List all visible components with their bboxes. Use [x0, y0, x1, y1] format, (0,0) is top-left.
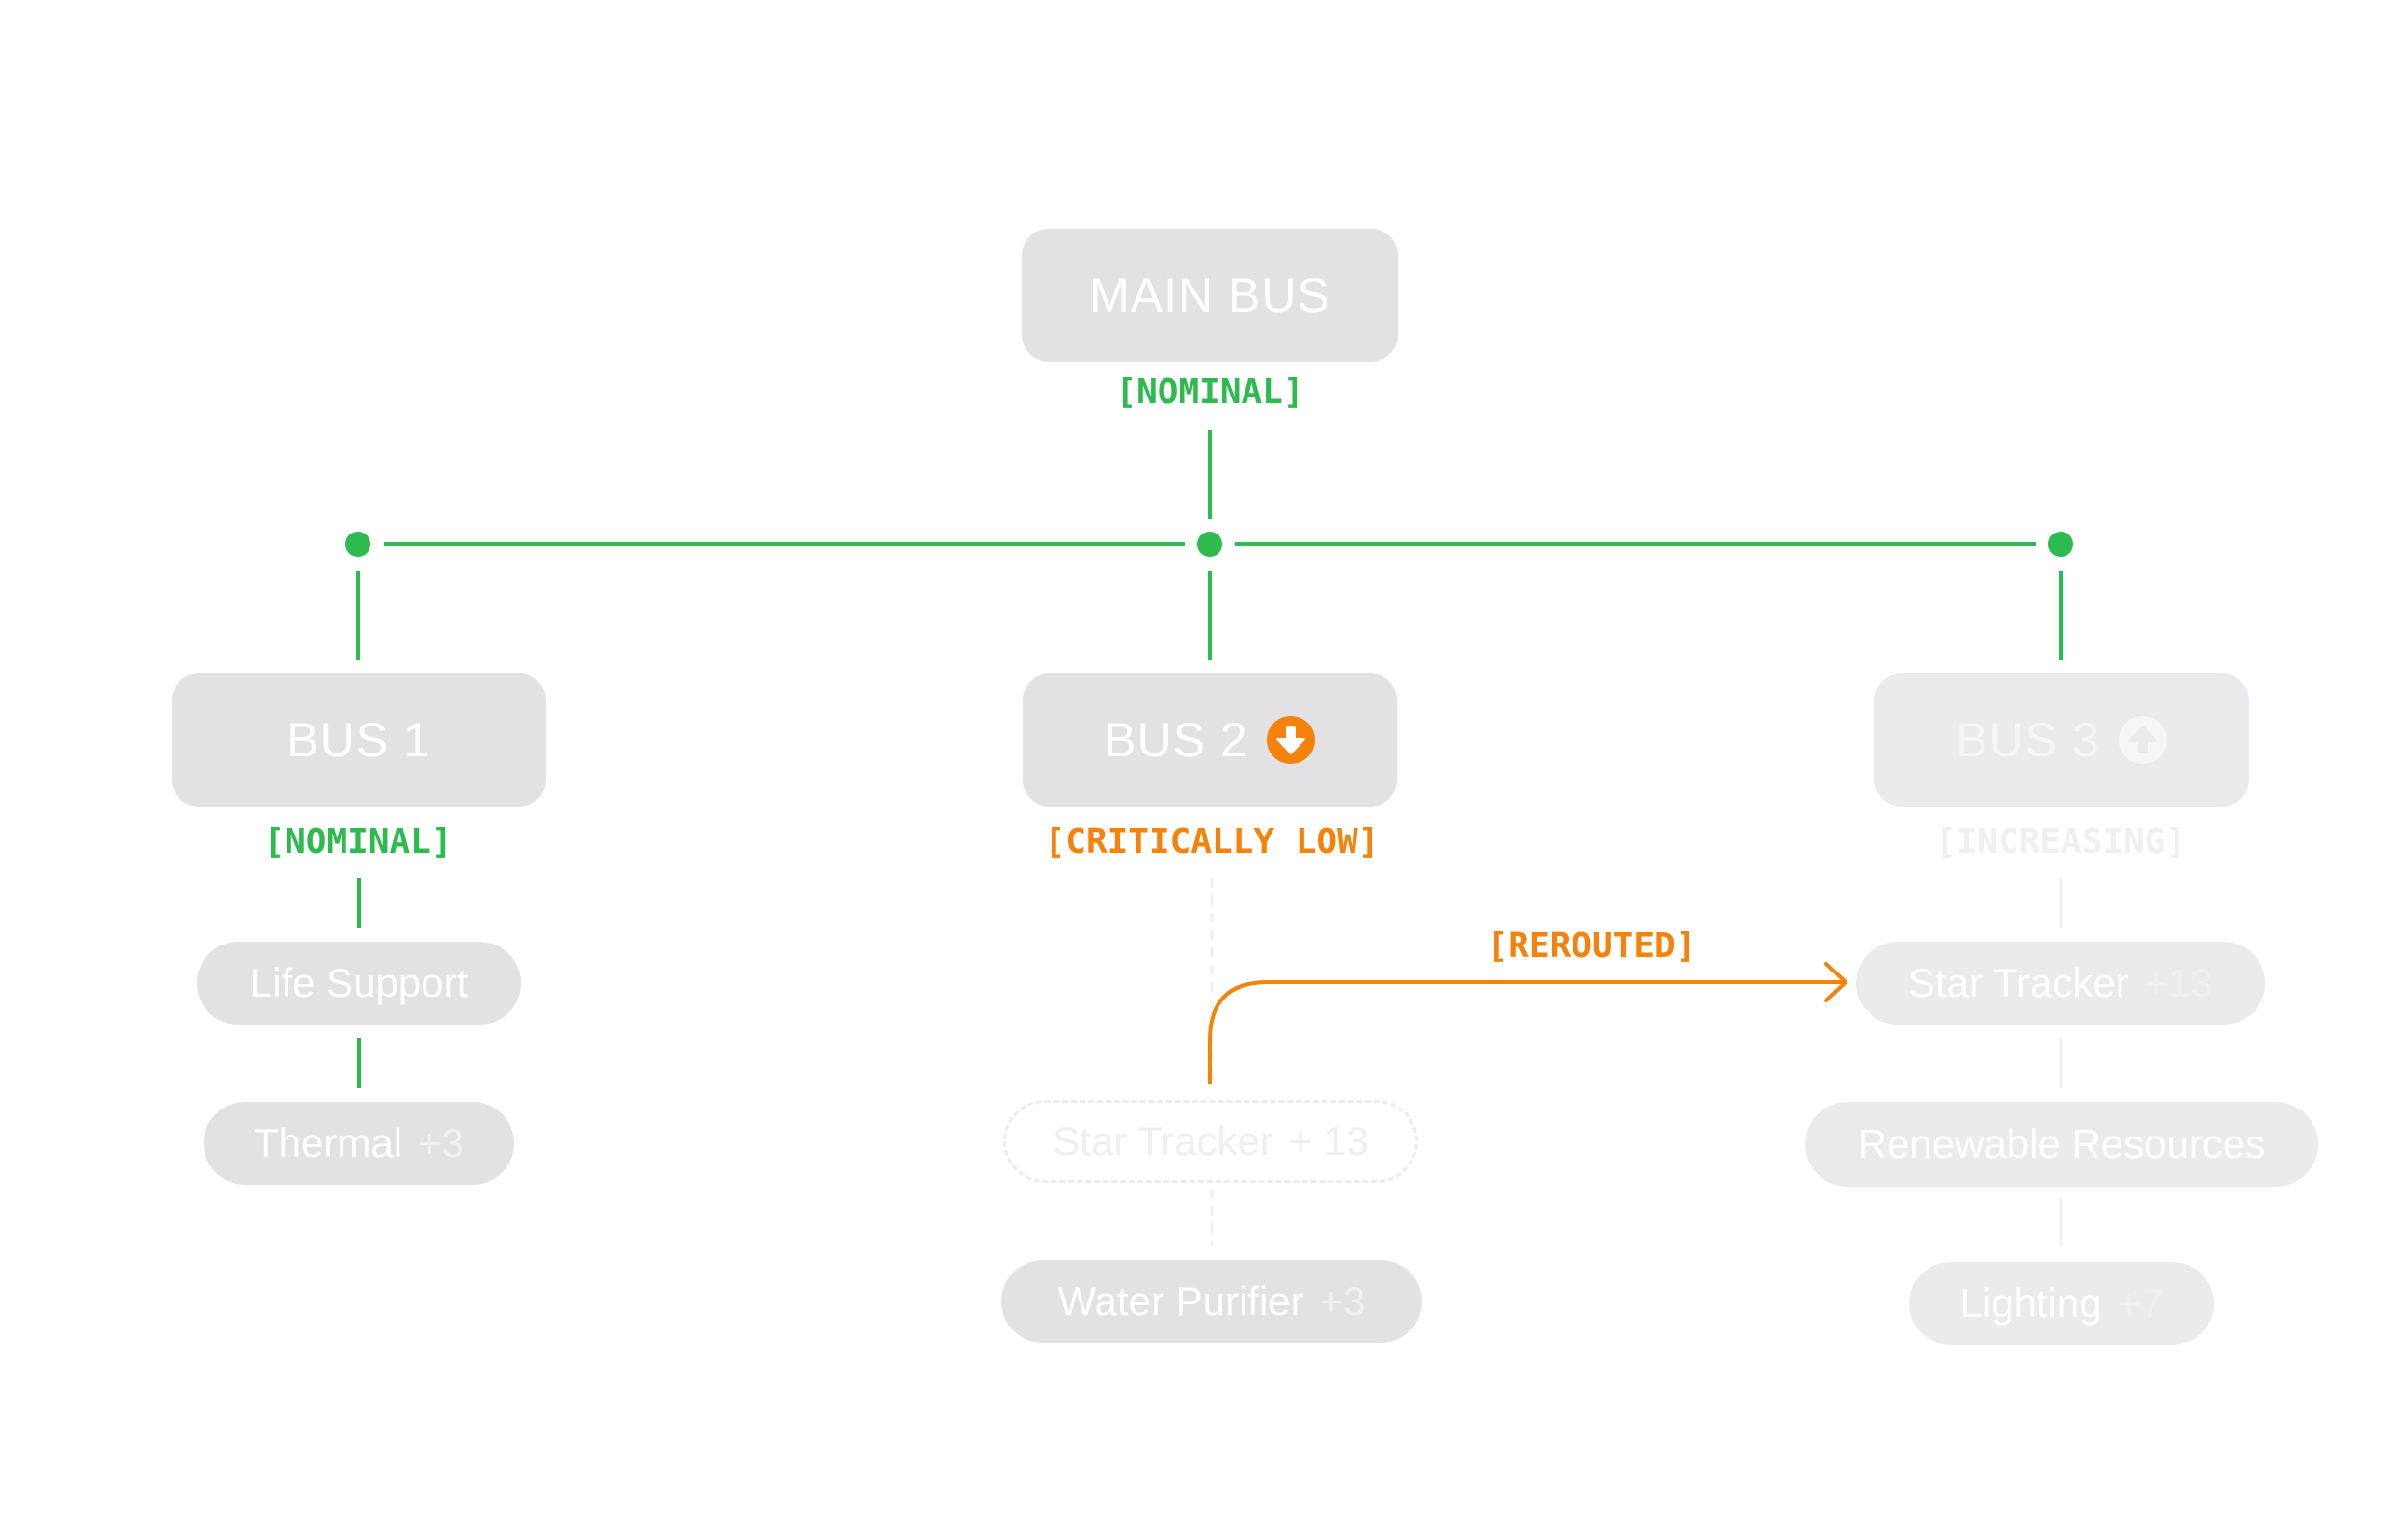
- load-count: +3: [418, 1120, 464, 1165]
- main-bus-label: MAIN BUS: [1089, 268, 1330, 322]
- load-name: Life Support: [249, 960, 469, 1005]
- load-star-tracker-rerouted[interactable]: Star Tracker + 13: [1003, 1100, 1418, 1183]
- load-count: +13: [2144, 960, 2213, 1005]
- load-life-support[interactable]: Life Support: [197, 942, 521, 1025]
- load-name: Thermal: [254, 1120, 403, 1165]
- load-name: Star Tracker: [1908, 960, 2129, 1005]
- bus-3-node[interactable]: BUS 3: [1874, 673, 2249, 807]
- reroute-arrow: [1208, 980, 1845, 1084]
- load-count: + 13: [1288, 1118, 1369, 1164]
- junction-dot-bus-1: [345, 532, 370, 557]
- junction-dot-bus-3: [2048, 532, 2073, 557]
- load-count: +3: [1319, 1278, 1366, 1324]
- load-name: Lighting: [1959, 1280, 2102, 1326]
- bus-3-label: BUS 3: [1956, 713, 2100, 767]
- main-bus-node[interactable]: MAIN BUS: [1022, 229, 1398, 362]
- bus-1-label: BUS 1: [287, 713, 431, 767]
- arrow-down-circle-icon: [1266, 715, 1316, 765]
- load-name: Renewable Resources: [1857, 1121, 2266, 1166]
- junction-dot-bus-2: [1197, 532, 1222, 557]
- load-lighting[interactable]: Lighting +7: [1909, 1262, 2214, 1345]
- bus-3-status: [INCREASING]: [1934, 822, 2187, 862]
- main-bus-status: [NOMINAL]: [1115, 372, 1304, 412]
- bus-2-status: [CRITICALLY LOW]: [1044, 822, 1380, 862]
- bus-1-node[interactable]: BUS 1: [172, 673, 546, 807]
- load-name: Water Purifier: [1057, 1278, 1304, 1324]
- load-water-purifier[interactable]: Water Purifier +3: [1001, 1260, 1422, 1343]
- load-renewable-resources[interactable]: Renewable Resources: [1805, 1102, 2318, 1187]
- bus-2-node[interactable]: BUS 2: [1023, 673, 1397, 807]
- bus-2-label: BUS 2: [1104, 713, 1248, 767]
- load-thermal[interactable]: Thermal +3: [204, 1102, 514, 1185]
- reroute-arrowhead: [1824, 962, 1847, 1002]
- arrow-up-circle-icon: [2118, 715, 2168, 765]
- bus-1-status: [NOMINAL]: [263, 822, 452, 862]
- load-count: +7: [2117, 1280, 2164, 1326]
- reroute-label: [REROUTED]: [1487, 926, 1697, 966]
- load-star-tracker[interactable]: Star Tracker +13: [1856, 942, 2265, 1025]
- load-name: Star Tracker: [1053, 1118, 1273, 1164]
